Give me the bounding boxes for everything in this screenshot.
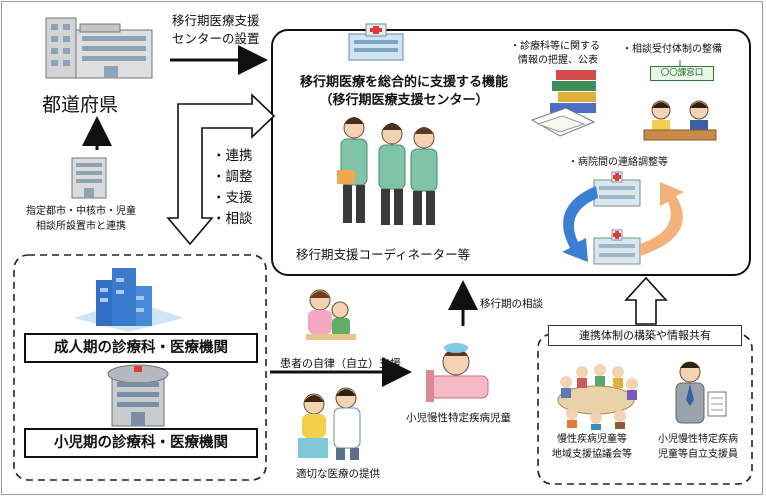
collaboration-box bbox=[537, 333, 753, 485]
info-disclosure-line1: ・診療科等に関する bbox=[510, 41, 600, 52]
reception-sign: 〇〇課窓口 bbox=[650, 66, 714, 81]
center-title-line1: 移行期医療を総合的に支援する機能 bbox=[300, 75, 509, 90]
city-label: 指定都市・中核市・児童 相談所設置市と連携 bbox=[26, 204, 136, 234]
adult-institution-label: 成人期の診療科・医療機関 bbox=[24, 333, 258, 363]
center-box bbox=[271, 29, 751, 276]
council-label-line2: 地域支援協議会等 bbox=[552, 449, 632, 460]
parent-child-icon bbox=[306, 289, 356, 340]
hospital-cycle-icon bbox=[562, 171, 684, 265]
setup-label-line1: 移行期医療支援 bbox=[172, 13, 260, 28]
medical-care-label: 適切な医療の提供 bbox=[296, 468, 380, 480]
coordinator-label: 移行期支援コーディネーター等 bbox=[296, 247, 471, 262]
coordination-hollow-arrow bbox=[166, 93, 276, 246]
books-icon bbox=[530, 70, 596, 137]
city-label-line1: 指定都市・中核市・児童 bbox=[26, 206, 136, 217]
center-title-line2: （移行期医療支援センター） bbox=[319, 93, 489, 108]
child-institution-label: 小児期の診療科・医療機関 bbox=[24, 428, 258, 458]
support-staff-icon bbox=[675, 361, 727, 424]
center-hospital-icon bbox=[348, 23, 404, 61]
support-staff-label: 小児慢性特定疾病 児童等自立支援員 bbox=[658, 432, 738, 462]
council-label: 慢性疾病児童等 地域支援協議会等 bbox=[552, 432, 632, 462]
patient-label: 小児慢性特定疾病児童 bbox=[406, 412, 511, 424]
coordinator-staff-icon bbox=[337, 117, 438, 225]
council-meeting-icon bbox=[557, 364, 638, 430]
link-item-consultation: ・相談 bbox=[212, 211, 253, 227]
independence-support-label: 患者の自律（自立）支援 bbox=[280, 357, 401, 370]
support-staff-line2: 児童等自立支援員 bbox=[658, 449, 738, 460]
hospital-coordination-label: ・病院間の連絡調整等 bbox=[568, 157, 668, 168]
city-building-icon bbox=[71, 157, 107, 199]
prefecture-building-icon bbox=[45, 17, 153, 79]
doctor-patient-icon bbox=[298, 387, 361, 460]
link-item-adjustment: ・調整 bbox=[212, 169, 253, 185]
link-item-coordination: ・連携 bbox=[212, 148, 253, 164]
support-staff-line1: 小児慢性特定疾病 bbox=[658, 434, 738, 445]
info-disclosure-line2: 情報の把握、公表 bbox=[518, 55, 598, 66]
adult-hospital-building-icon bbox=[74, 268, 184, 332]
transition-consult-label: 移行期の相談 bbox=[480, 298, 543, 310]
setup-label: 移行期医療支援 センターの設置 bbox=[172, 12, 260, 48]
link-item-support: ・支援 bbox=[212, 190, 253, 206]
reception-desk-icon bbox=[643, 60, 717, 141]
info-disclosure-label: ・診療科等に関する 情報の把握、公表 bbox=[510, 40, 600, 68]
council-label-line1: 慢性疾病児童等 bbox=[557, 434, 627, 445]
setup-label-line2: センターの設置 bbox=[172, 31, 260, 46]
info-sharing-hollow-arrow bbox=[624, 276, 668, 325]
links-list: ・連携 ・調整 ・支援 ・相談 bbox=[212, 146, 253, 230]
sick-child-icon bbox=[426, 343, 489, 402]
center-title: 移行期医療を総合的に支援する機能 （移行期医療支援センター） bbox=[300, 74, 508, 110]
institutions-box bbox=[13, 254, 267, 481]
reception-label: ・相談受付体制の整備 bbox=[622, 44, 722, 55]
prefecture-label: 都道府県 bbox=[42, 94, 119, 116]
collaboration-title: 連携体制の構築や情報共有 bbox=[548, 325, 742, 346]
city-label-line2: 相談所設置市と連携 bbox=[36, 221, 126, 232]
child-hospital-building-icon bbox=[107, 364, 169, 427]
